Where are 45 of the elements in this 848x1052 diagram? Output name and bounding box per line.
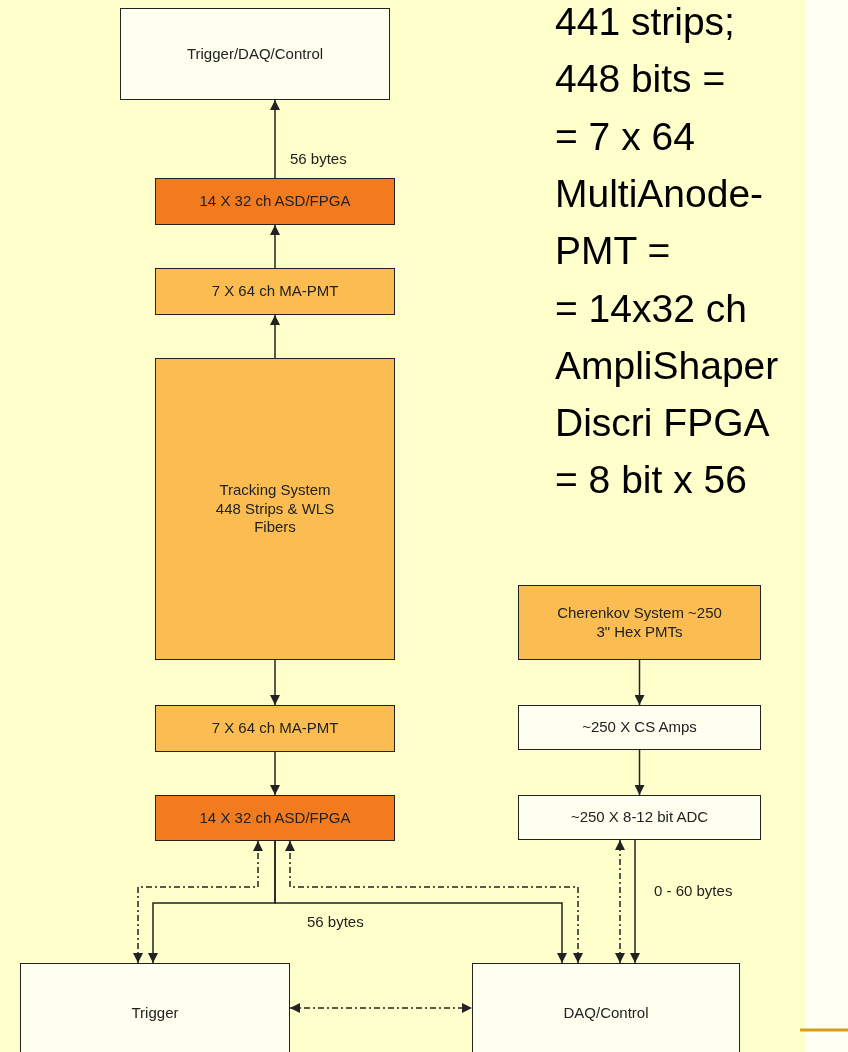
note-text: 441 strips;: [555, 2, 735, 41]
box-label: Cherenkov System ~250 3" Hex PMTs: [556, 603, 723, 642]
process-box: [472, 963, 740, 1052]
process-box: [155, 705, 395, 752]
arrow: [634, 749, 645, 796]
box-label: Trigger: [130, 1003, 180, 1023]
arrow: [630, 839, 640, 964]
process-box: [155, 795, 395, 841]
box-label: ~250 X CS Amps: [581, 718, 698, 737]
arrow: [270, 99, 280, 179]
arrow: [634, 659, 645, 706]
box-label: Trigger/DAQ/Control: [185, 44, 325, 64]
note-text: MultiAnode-: [555, 173, 764, 213]
arrow: [289, 1003, 473, 1013]
process-box: [120, 8, 390, 100]
box-label: 14 X 32 ch ASD/FPGA: [198, 808, 352, 828]
box-label: 7 X 64 ch MA-PMT: [210, 719, 340, 738]
process-box: [518, 705, 761, 750]
box-label: Tracking System 448 Strips & WLS Fibers: [214, 480, 336, 538]
process-box: [155, 178, 395, 225]
edge-label: 56 bytes: [305, 913, 366, 930]
process-box: [155, 358, 395, 660]
note-text: = 14x32 ch: [555, 288, 747, 328]
edge-label: 0 - 60 bytes: [652, 882, 735, 899]
note-text: Discri FPGA: [555, 403, 770, 443]
note-text: PMT =: [555, 231, 671, 271]
box-label: DAQ/Control: [562, 1003, 650, 1023]
edge-label: 56 bytes: [288, 150, 349, 167]
arrow: [615, 839, 625, 964]
note-text: 448 bits =: [555, 59, 726, 99]
process-box: [518, 795, 761, 840]
note-text: AmpliShaper: [555, 345, 779, 385]
box-label: 14 X 32 ch ASD/FPGA: [198, 192, 352, 211]
box-label: 7 X 64 ch MA-PMT: [210, 282, 340, 301]
arrow: [270, 751, 280, 796]
process-box: [20, 963, 290, 1052]
process-box: [155, 268, 395, 315]
process-box: [518, 585, 761, 660]
arrow: [270, 314, 280, 359]
arrow: [270, 659, 280, 706]
arrow: [133, 840, 263, 964]
arrow: [270, 224, 280, 269]
note-text: = 7 x 64: [555, 116, 695, 156]
note-text: = 8 bit x 56: [555, 460, 747, 500]
box-label: ~250 X 8-12 bit ADC: [569, 808, 710, 827]
